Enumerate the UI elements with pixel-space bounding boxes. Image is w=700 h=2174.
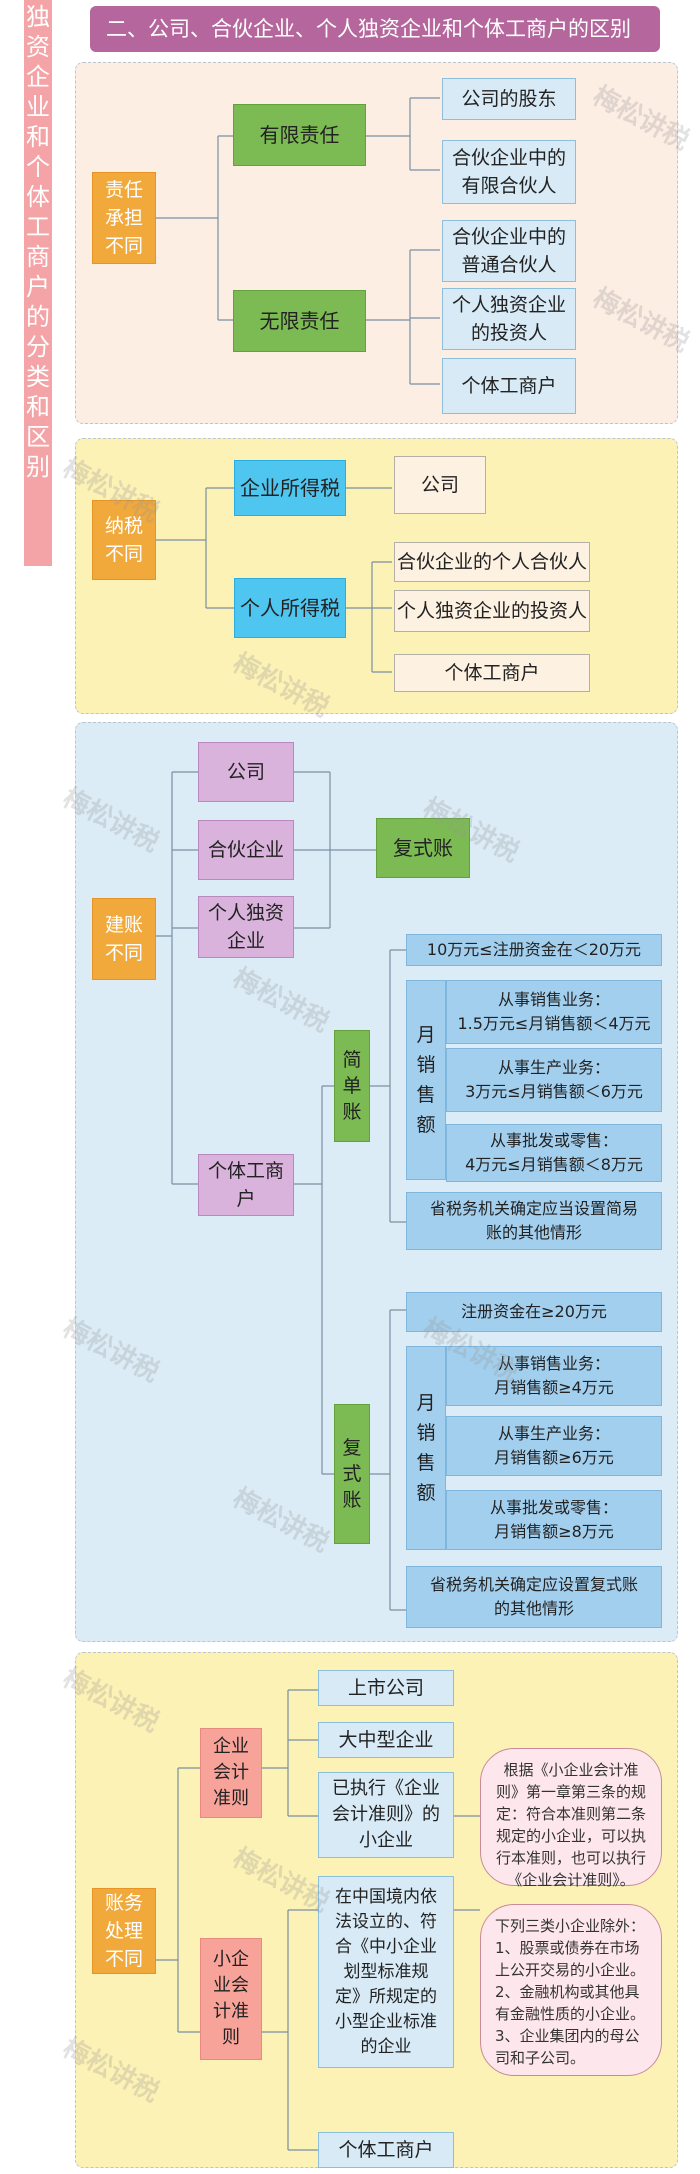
side-title: 独资企业和个体工商户的分类和区别 [24,0,52,566]
side-title-char: 类 [26,363,50,391]
node-small-enterprise-standards: 小企 业会 计准 则 [200,1938,262,2060]
small-item-individual-business: 个体工商户 [318,2132,454,2168]
node-double-entry: 复式账 [376,818,470,878]
side-title-char: 企 [26,63,50,91]
side-title-char: 体 [26,183,50,211]
side-title-char: 别 [26,453,50,481]
category-accounting: 账务 处理 不同 [92,1888,156,1974]
node-limited-liability: 有限责任 [233,104,366,166]
complex-item-wholesale: 从事批发或零售： 月销售额≥8万元 [446,1490,662,1550]
side-title-char: 的 [26,303,50,331]
unlimited-item-sole-investor: 个人独资企业 的投资人 [442,288,576,350]
simple-item-production: 从事生产业务： 3万元≤月销售额＜6万元 [446,1048,662,1112]
side-title-char: 个 [26,153,50,181]
category-bookkeeping: 建账 不同 [92,898,156,980]
tax-item-partner: 合伙企业的个人合伙人 [394,542,590,582]
side-title-char: 资 [26,33,50,61]
category-liability: 责任 承担 不同 [92,172,156,264]
node-company: 公司 [198,742,294,802]
simple-item-wholesale: 从事批发或零售： 4万元≤月销售额＜8万元 [446,1124,662,1182]
tax-item-sole-investor: 个人独资企业的投资人 [394,590,590,632]
node-corporate-income-tax: 企业所得税 [234,460,346,516]
complex-item-production: 从事生产业务： 月销售额≥6万元 [446,1416,662,1476]
node-sole-proprietorship: 个人独资 企业 [198,896,294,958]
node-individual-business: 个体工商 户 [198,1154,294,1216]
small-item-qualified: 在中国境内依 法设立的、符 合《中小企业 划型标准规 定》所规定的 小型企业标准… [318,1876,454,2068]
complex-monthly-sales-label: 月 销 售 额 [406,1346,446,1550]
limited-item-shareholders: 公司的股东 [442,78,576,120]
side-title-char: 工 [26,213,50,241]
simple-monthly-sales-label: 月 销 售 额 [406,980,446,1180]
simple-item-registered-capital: 10万元≤注册资金在＜20万元 [406,934,662,966]
side-title-char: 业 [26,93,50,121]
node-personal-income-tax: 个人所得税 [234,578,346,638]
enterprise-item-listed: 上市公司 [318,1670,454,1706]
node-enterprise-standards: 企业 会计 准则 [200,1728,262,1818]
enterprise-item-small-adopted: 已执行《企业 会计准则》的 小企业 [318,1772,454,1858]
note-enterprise-standards: 根据《小企业会计准则》第一章第三条的规定：符合本准则第二条规定的小企业，可以执行… [480,1748,662,1889]
side-title-char: 区 [26,423,50,451]
limited-item-limited-partners: 合伙企业中的 有限合伙人 [442,140,576,204]
side-title-char: 独 [26,3,50,31]
side-title-char: 商 [26,243,50,271]
side-title-char: 户 [26,273,50,301]
category-tax: 纳税 不同 [92,500,156,580]
unlimited-item-individual-business: 个体工商户 [442,358,576,414]
complex-item-registered-capital: 注册资金在≥20万元 [406,1292,662,1332]
page-title: 二、公司、合伙企业、个人独资企业和个体工商户的区别 [90,6,660,52]
section-liability [75,62,678,424]
node-double-entry-books: 复 式 账 [334,1404,370,1544]
simple-item-other: 省税务机关确定应当设置简易 账的其他情形 [406,1192,662,1250]
note-exclusions: 下列三类小企业除外： 1、股票或债券在市场上公开交易的小企业。 2、金融机构或其… [480,1904,662,2076]
node-simple-books: 简 单 账 [334,1030,370,1142]
complex-item-sales: 从事销售业务： 月销售额≥4万元 [446,1346,662,1406]
side-title-char: 和 [26,123,50,151]
node-partnership: 合伙企业 [198,820,294,880]
tax-item-company: 公司 [394,456,486,514]
complex-item-other: 省税务机关确定应设置复式账 的其他情形 [406,1566,662,1628]
side-title-char: 和 [26,393,50,421]
tax-item-individual-business: 个体工商户 [394,654,590,692]
simple-item-sales: 从事销售业务： 1.5万元≤月销售额＜4万元 [446,980,662,1044]
enterprise-item-large-medium: 大中型企业 [318,1722,454,1758]
side-title-char: 分 [26,333,50,361]
unlimited-item-general-partners: 合伙企业中的 普通合伙人 [442,220,576,282]
node-unlimited-liability: 无限责任 [233,290,366,352]
